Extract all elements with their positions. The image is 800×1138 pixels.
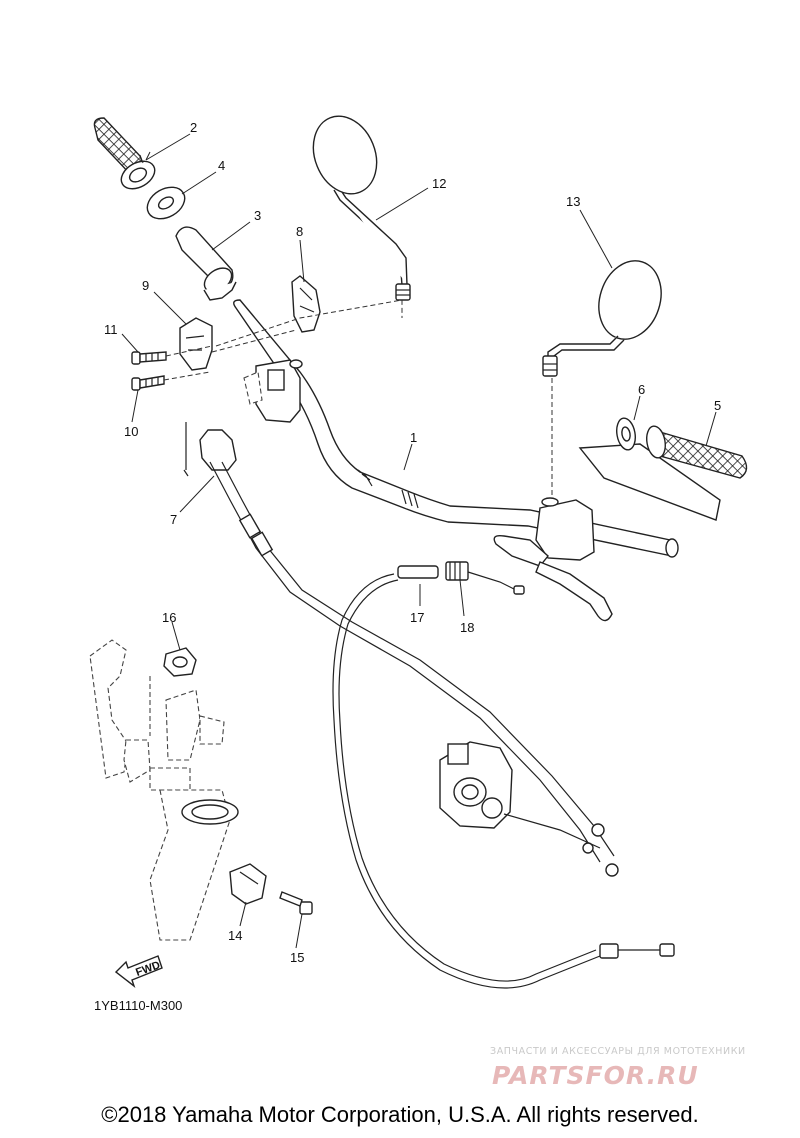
frame-outline — [89, 639, 231, 941]
handlebar — [233, 299, 679, 558]
fork-tube — [181, 799, 239, 825]
callout-16: 16 — [162, 610, 176, 625]
drawing-code: 1YB1110-M300 — [94, 998, 182, 1013]
callout-11: 11 — [104, 322, 118, 337]
watermark-logo: PARTSFOR.RU — [492, 1061, 699, 1090]
callout-17: 17 — [410, 610, 424, 625]
cable-clamp-14 — [229, 863, 267, 905]
callout-14: 14 — [228, 928, 242, 943]
throttle-body — [439, 741, 619, 877]
right-grip-washer — [616, 417, 636, 451]
right-mirror — [542, 260, 662, 377]
throttle-sleeve — [175, 226, 237, 301]
leader-lines — [121, 133, 717, 949]
callout-12: 12 — [432, 176, 446, 191]
throttle-housing — [179, 275, 321, 371]
callout-18: 18 — [460, 620, 474, 635]
watermark: ЗАПЧАСТИ И АКСЕССУАРЫ ДЛЯ МОТОТЕХНИКИ PA… — [490, 1046, 746, 1090]
callout-labels: 1 2 3 4 5 6 7 8 9 10 11 12 13 14 15 16 1… — [104, 120, 721, 965]
handlebar-holder-left — [243, 359, 303, 423]
throttle-cables — [183, 422, 615, 863]
fwd-label: FWD — [134, 959, 162, 979]
clutch-cable — [332, 561, 675, 989]
copyright-notice: ©2018 Yamaha Motor Corporation, U.S.A. A… — [101, 1102, 699, 1127]
bolt-15 — [279, 891, 313, 915]
callout-4: 4 — [218, 158, 225, 173]
callout-15: 15 — [290, 950, 304, 965]
callout-5: 5 — [714, 398, 721, 413]
callout-7: 7 — [170, 512, 177, 527]
right-grip — [578, 425, 748, 521]
callout-8: 8 — [296, 224, 303, 239]
cable-guide-16 — [163, 647, 197, 677]
grip-washer — [146, 186, 186, 220]
left-mirror — [312, 115, 411, 301]
fwd-arrow — [114, 955, 163, 988]
left-grip — [93, 117, 156, 190]
callout-13: 13 — [566, 194, 580, 209]
screw-10 — [131, 375, 165, 391]
callout-10: 10 — [124, 424, 138, 439]
callout-6: 6 — [638, 382, 645, 397]
callout-9: 9 — [142, 278, 149, 293]
callout-3: 3 — [254, 208, 261, 223]
screw-11 — [131, 351, 167, 365]
callout-1: 1 — [410, 430, 417, 445]
watermark-subtitle: ЗАПЧАСТИ И АКСЕССУАРЫ ДЛЯ МОТОТЕХНИКИ — [490, 1046, 746, 1057]
clutch-lever-assembly — [493, 497, 613, 622]
callout-2: 2 — [190, 120, 197, 135]
